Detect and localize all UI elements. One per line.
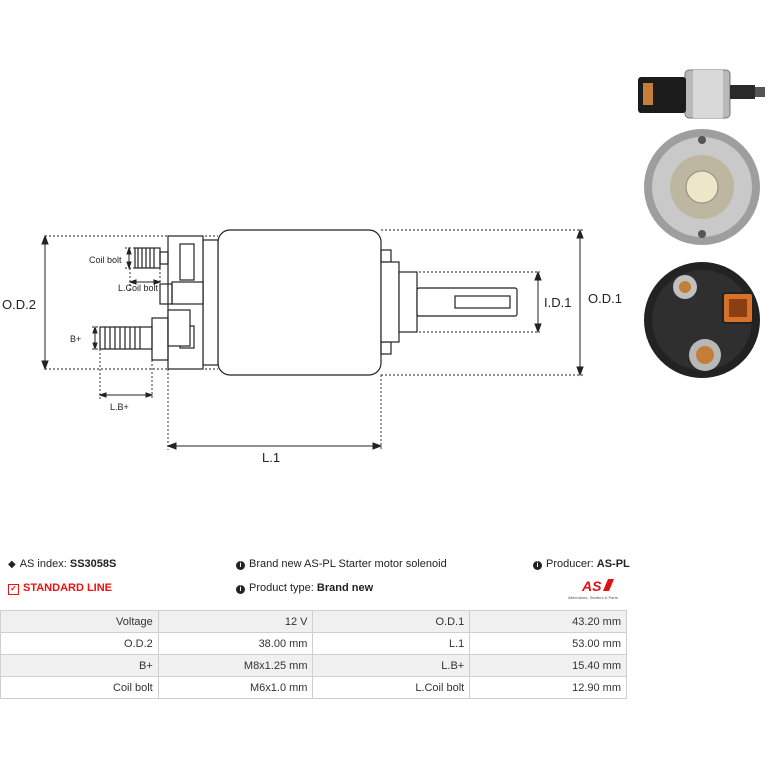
as-index: ◆AS index: SS3058S: [8, 558, 117, 570]
product-photos: [638, 69, 765, 378]
spec-key: L.1: [312, 632, 471, 655]
spec-value: 43.20 mm: [469, 610, 627, 633]
producer-value: AS-PL: [596, 558, 630, 570]
as-pl-logo: AS Alternators, Starters & Parts: [568, 578, 618, 600]
table-row: Voltage 12 V O.D.1 43.20 mm: [0, 610, 627, 633]
svg-text:AS: AS: [581, 578, 602, 594]
spec-key: Voltage: [0, 610, 159, 633]
spec-key: B+: [0, 654, 159, 677]
spec-table: Voltage 12 V O.D.1 43.20 mm O.D.2 38.00 …: [0, 610, 627, 699]
standard-line: ✓STANDARD LINE: [8, 582, 112, 595]
check-square-icon: ✓: [8, 584, 19, 595]
od1-label: O.D.1: [588, 291, 622, 306]
lb-label: L.B+: [110, 402, 129, 412]
table-row: O.D.2 38.00 mm L.1 53.00 mm: [0, 632, 627, 655]
technical-drawing: O.D.2 O.D.1 I.D.1 L.1 L.B+ B+ Coil bolt …: [2, 228, 622, 465]
od2-label: O.D.2: [2, 297, 36, 312]
spec-key: L.Coil bolt: [312, 676, 471, 699]
l-coil-bolt-label: L.Coil bolt: [118, 283, 159, 293]
solenoid-front-photo: [644, 262, 760, 378]
coil-bolt-label: Coil bolt: [89, 255, 122, 265]
product-type-value: Brand new: [316, 582, 374, 594]
spec-key: O.D.1: [312, 610, 471, 633]
spec-key: Coil bolt: [0, 676, 159, 699]
info-icon: i: [236, 561, 245, 570]
spec-value: M8x1.25 mm: [157, 654, 314, 677]
info-icon: i: [533, 561, 542, 570]
table-row: B+ M8x1.25 mm L.B+ 15.40 mm: [0, 654, 627, 677]
svg-text:Alternators, Starters & Parts: Alternators, Starters & Parts: [568, 595, 618, 600]
spec-value: 12 V: [157, 610, 314, 633]
spec-key: O.D.2: [0, 632, 159, 655]
spec-key: L.B+: [312, 654, 471, 677]
l1-label: L.1: [262, 450, 280, 465]
solenoid-back-photo: [644, 129, 760, 245]
spec-value: M6x1.0 mm: [157, 676, 314, 699]
as-index-value: SS3058S: [69, 558, 117, 570]
id1-label: I.D.1: [544, 295, 571, 310]
spec-value: 12.90 mm: [469, 676, 627, 699]
spec-value: 53.00 mm: [469, 632, 627, 655]
info-icon: i: [236, 585, 245, 594]
solenoid-side-photo: [638, 69, 765, 119]
b-label: B+: [70, 334, 81, 344]
spec-value: 38.00 mm: [157, 632, 314, 655]
table-row: Coil bolt M6x1.0 mm L.Coil bolt 12.90 mm: [0, 676, 627, 699]
spec-value: 15.40 mm: [469, 654, 627, 677]
tag-icon: ◆: [8, 559, 16, 570]
